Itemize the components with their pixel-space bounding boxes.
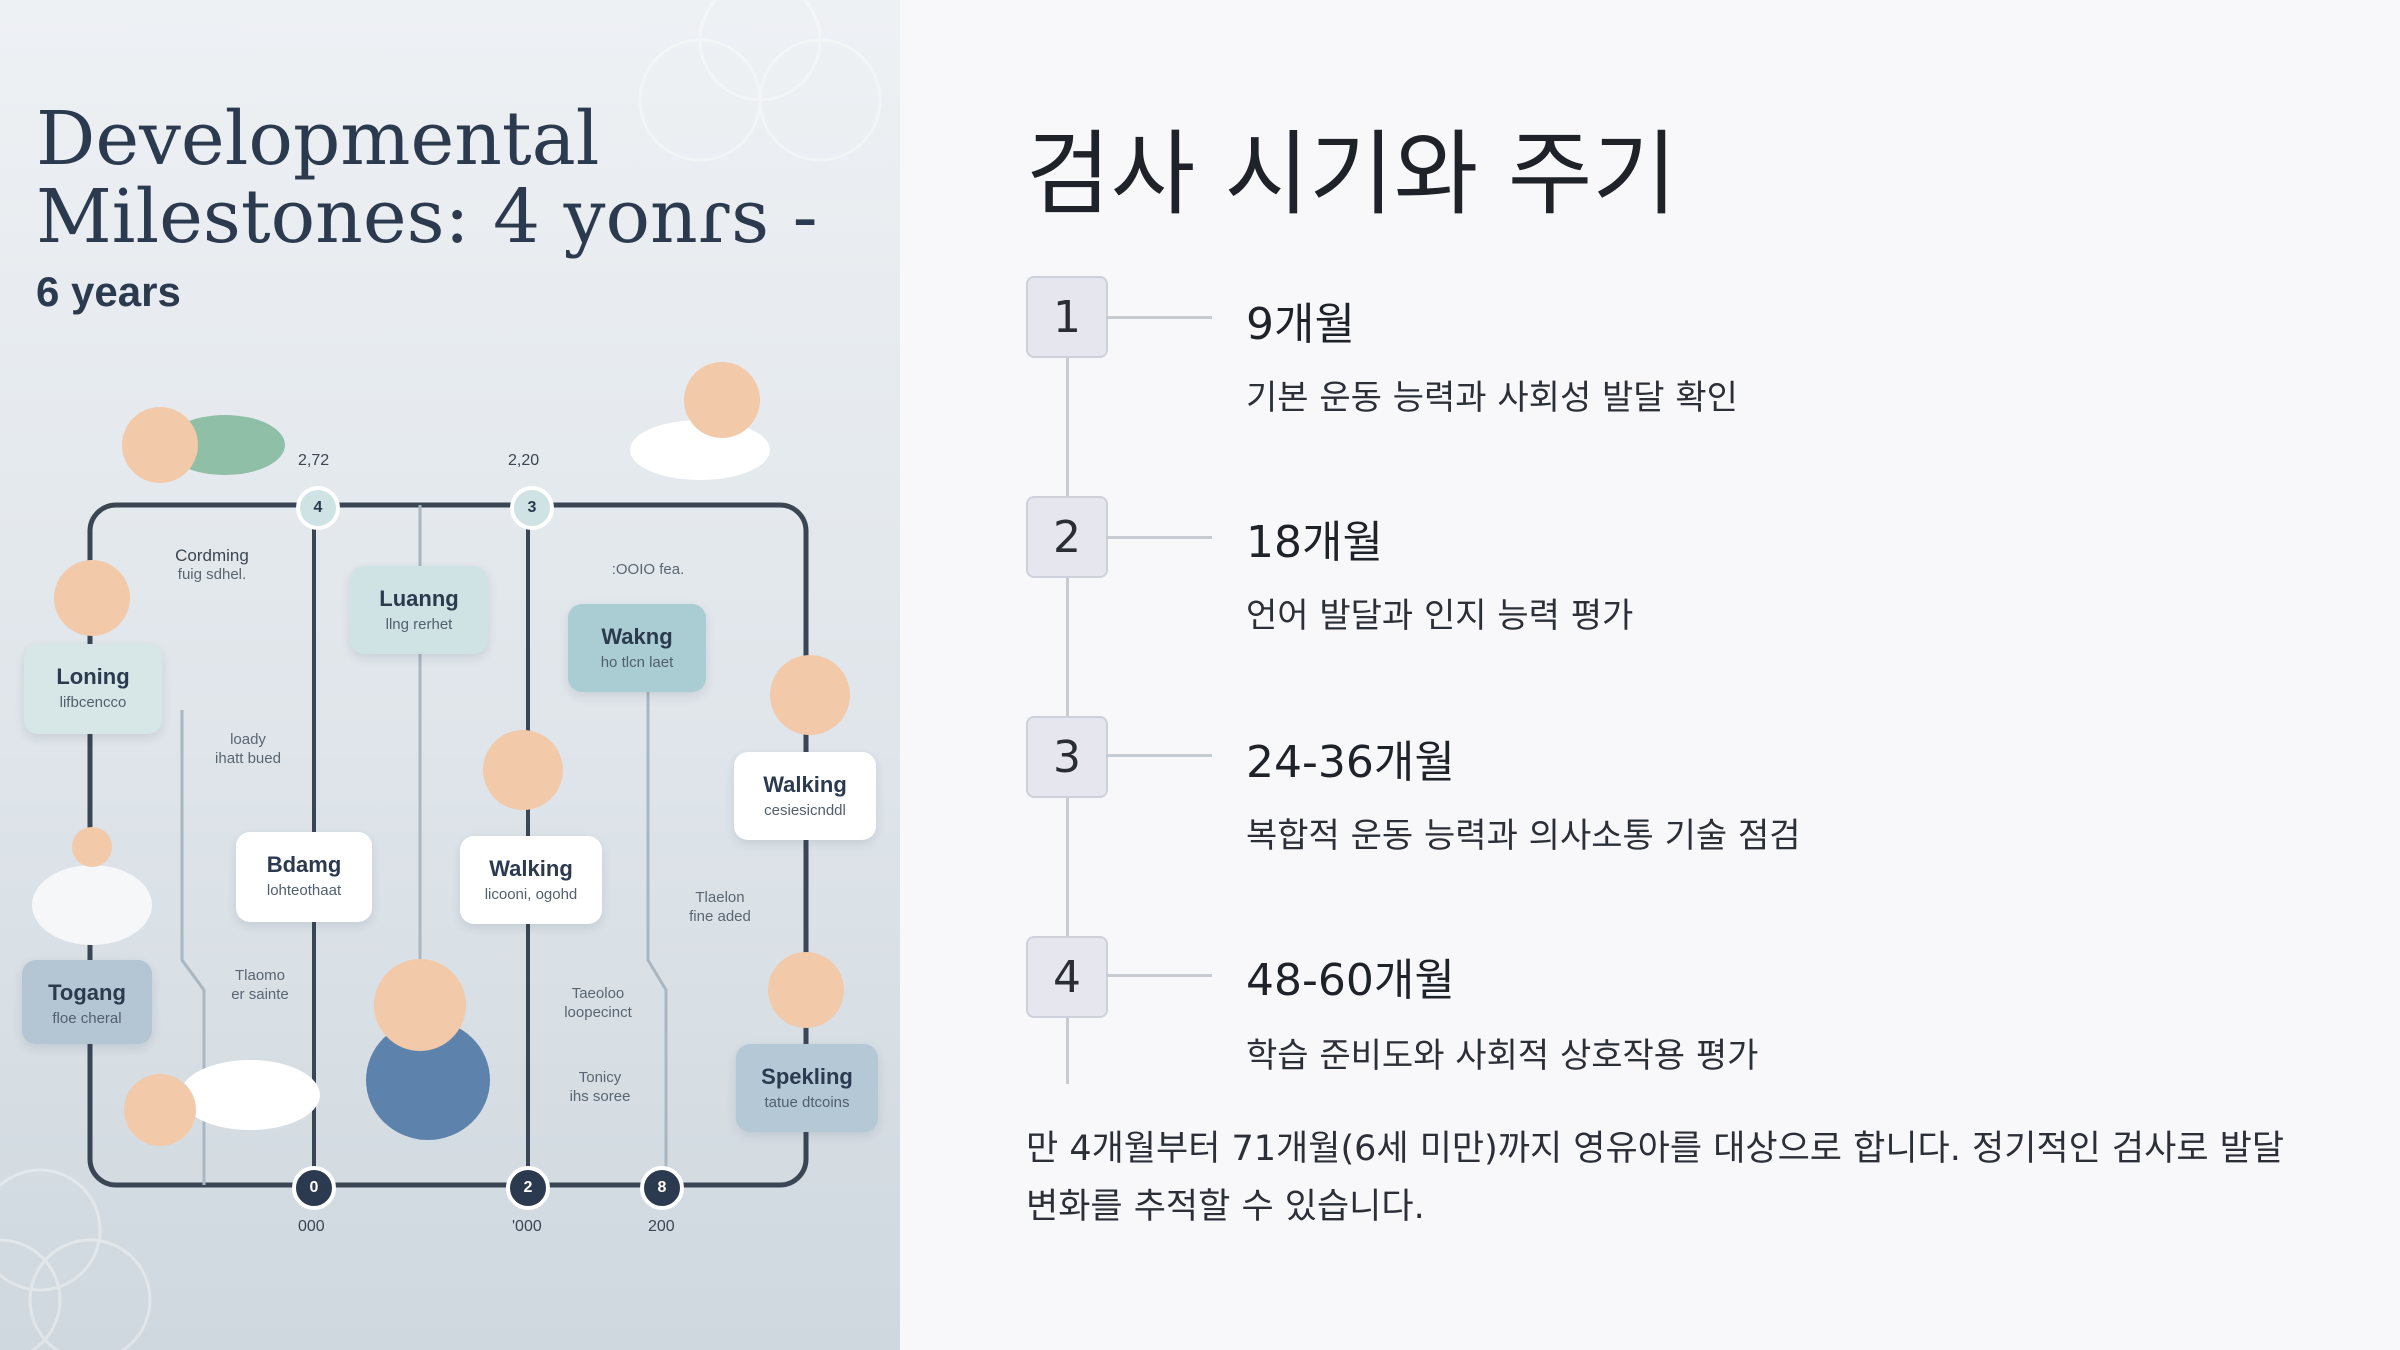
step-pointer-line (1106, 974, 1212, 977)
bottom-node-label: 000 (298, 1218, 325, 1235)
milestone-card-title: Wakng (601, 624, 673, 649)
step-number-badge: 4 (1026, 936, 1108, 1018)
milestone-card: Luanng llng rerhet (350, 566, 488, 654)
milestone-note: Tlaelon fine aded (672, 888, 768, 926)
milestones-illustration: Developmental Milestones: 4 yonɾs - 6 ye… (0, 0, 900, 1350)
top-node-label: 2,72 (298, 452, 330, 469)
step-title: 24-36개월 (1246, 737, 1455, 788)
milestone-card-subtitle: licooni, ogohd (484, 886, 578, 903)
step-title: 9개월 (1246, 299, 1355, 350)
milestone-note-line: fuig sdhel. (177, 566, 247, 583)
baby-illustration-bottom-left (124, 1060, 320, 1146)
bottom-node: 2 (506, 1166, 550, 1210)
timeline-graphic (0, 0, 882, 1350)
top-node-label: 2,20 (508, 452, 540, 469)
baby-illustration-bottom-right (768, 952, 844, 1028)
top-node: 4 (296, 486, 340, 530)
page-title: 검사 시기와 주기 (1026, 121, 1677, 228)
milestone-card: Walking cesiesicnddl (734, 752, 876, 840)
milestone-note-line: er sainte (231, 986, 289, 1003)
baby-illustration-bottom-center (366, 959, 490, 1140)
milestone-note: :OOIO fea. (608, 560, 688, 579)
step-description: 복합적 운동 능력과 의사소통 기술 점검 (1246, 816, 1801, 856)
milestone-card-title: Luanng (379, 586, 459, 611)
milestone-note-line: loady (230, 731, 266, 748)
milestone-card-subtitle: tatue dtcoins (764, 1094, 850, 1111)
illustration-subtitle: 6 years (36, 268, 181, 315)
step-description: 학습 준비도와 사회적 상호작용 평가 (1246, 1036, 1759, 1076)
milestone-note: Tlaomo er sainte (212, 966, 308, 1004)
decorative-pattern (0, 0, 882, 1350)
baby-illustration-left (54, 560, 130, 636)
milestone-card-title: Bdamg (266, 852, 342, 877)
milestone-note: loady ihatt bued (200, 730, 296, 768)
milestone-card-title: Spekling (761, 1064, 853, 1089)
milestone-note-line: fine aded (689, 908, 751, 925)
bottom-node-label: 200 (648, 1218, 675, 1235)
baby-illustration-top-right (630, 362, 770, 480)
milestone-note-line: Taeoloo (571, 985, 625, 1002)
step-number-badge: 1 (1026, 276, 1108, 358)
milestone-card: Togang floe cheral (22, 960, 152, 1044)
step-pointer-line (1106, 316, 1212, 319)
step-pointer-line (1106, 754, 1212, 757)
milestone-card-subtitle: lifbcencco (59, 694, 127, 711)
step-pointer-line (1106, 536, 1212, 539)
milestone-note-line: Tonicy (578, 1069, 622, 1086)
milestone-note-line: fea. (659, 561, 685, 578)
timeline-guide-3 (646, 690, 668, 1185)
milestone-card-subtitle: cesiesicnddl (764, 802, 846, 819)
milestone-card: Bdamg lohteothaat (236, 832, 372, 922)
step-description: 언어 발달과 인지 능력 평가 (1246, 596, 1634, 636)
milestone-card: Walking licooni, ogohd (460, 836, 602, 924)
milestone-card-subtitle: floe cheral (52, 1010, 122, 1027)
milestone-card-subtitle: llng rerhet (385, 616, 453, 633)
milestone-card-title: Walking (763, 772, 847, 797)
step-number-badge: 2 (1026, 496, 1108, 578)
milestone-note-line: Tlaomo (234, 967, 286, 984)
milestone-card: Spekling tatue dtcoins (736, 1044, 878, 1132)
milestone-card-title: Togang (48, 980, 126, 1005)
milestone-card-title: Loning (56, 664, 130, 689)
milestone-card: Wakng ho tlcn laet (568, 604, 706, 692)
milestone-card-title: Walking (489, 856, 573, 881)
baby-illustration-right (770, 655, 850, 735)
illustration-title: Developmental Milestones: 4 yonɾs - (36, 96, 818, 260)
bottom-node: 0 (292, 1166, 336, 1210)
baby-illustration-clouds (32, 827, 152, 945)
step-title: 18개월 (1246, 517, 1383, 568)
milestone-note-line: :OOIO (611, 561, 656, 578)
step-title: 48-60개월 (1246, 955, 1455, 1006)
milestone-note-line: Cordming (175, 546, 249, 565)
milestone-note-line: Tlaelon (695, 889, 745, 906)
milestone-note-line: ihs soree (569, 1088, 631, 1105)
milestone-note: Taeoloo loopecinct (548, 984, 648, 1022)
baby-illustration-center (483, 730, 563, 810)
top-node: 3 (510, 486, 554, 530)
milestone-note: Tonicy ihs soree (552, 1068, 648, 1106)
baby-illustration-top-left (122, 407, 285, 483)
milestone-card-subtitle: ho tlcn laet (600, 654, 674, 671)
step-number-badge: 3 (1026, 716, 1108, 798)
milestone-note-line: loopecinct (564, 1004, 632, 1021)
step-description: 기본 운동 능력과 사회성 발달 확인 (1246, 378, 1738, 418)
footer-note: 만 4개월부터 71개월(6세 미만)까지 영유아를 대상으로 합니다. 정기적… (1026, 1129, 2285, 1227)
milestone-card-subtitle: lohteothaat (266, 882, 342, 899)
bottom-node: 8 (640, 1166, 684, 1210)
milestone-card: Loning lifbcencco (24, 644, 162, 734)
bottom-node-label: '000 (512, 1218, 542, 1235)
milestone-note-line: ihatt bued (215, 750, 281, 767)
milestone-note: Cordming fuig sdhel. (160, 546, 264, 584)
